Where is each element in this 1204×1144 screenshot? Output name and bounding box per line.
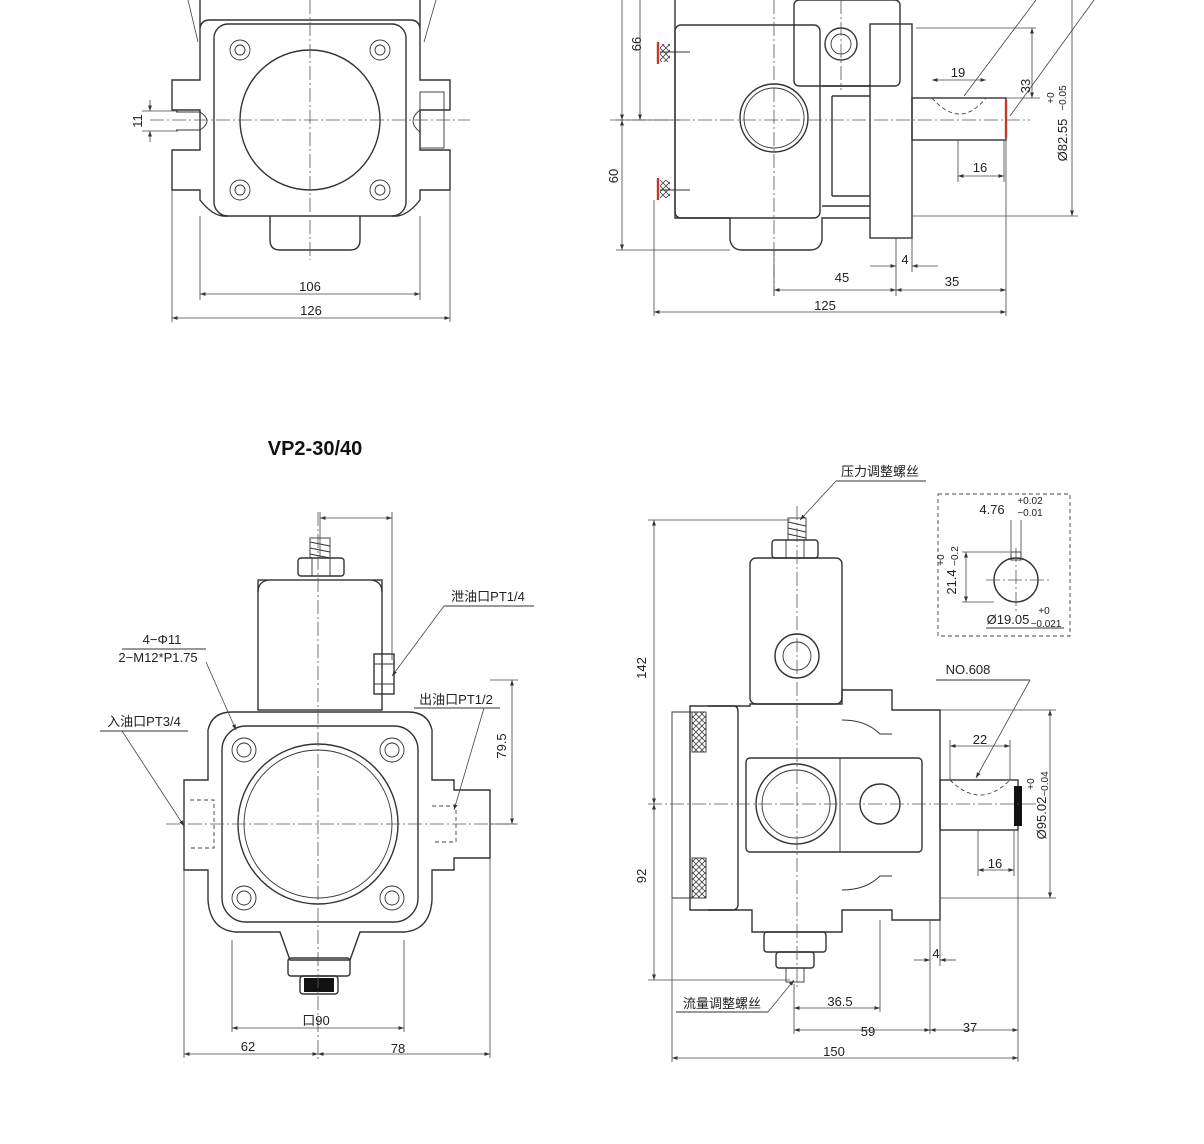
- bolt-hole: [379, 885, 405, 911]
- label-key-part: NO.608: [946, 662, 991, 677]
- detail-dia-tol-upper: +0: [1038, 606, 1050, 617]
- section-title: VP2-30/40: [268, 438, 363, 460]
- detail-width-tol-lower: −0.01: [1017, 508, 1043, 519]
- tol-lower-82: −0.05: [1058, 85, 1069, 111]
- dim-35: 35: [945, 274, 959, 289]
- detail-width-tol-upper: +0.02: [1017, 496, 1043, 507]
- dim-45: 45: [835, 270, 849, 285]
- dim-125: 125: [814, 298, 836, 313]
- dim-diameter-95: Ø95.02: [1034, 797, 1049, 840]
- dim-4-top: 4: [901, 252, 908, 267]
- dim-92: 92: [634, 869, 649, 883]
- dim-106: 106: [299, 279, 321, 294]
- bolt-hole: [231, 885, 257, 911]
- detail-height-tol-lower: −0.2: [950, 546, 961, 566]
- bottom-side-view: 142 92 压力调整螺丝 流量调整螺丝 4.76 +0.02 −0.01 21…: [634, 464, 1071, 1062]
- label-holes-1: 4−Φ11: [143, 632, 182, 647]
- dim-79-5: 79.5: [494, 733, 509, 758]
- bottom-front-view: 4−Φ11 2−M12*P1.75 泄油口PT1/4 出油口PT1/2 入油口P…: [100, 512, 534, 1060]
- bolt-hole: [369, 39, 391, 61]
- dim-19: 19: [951, 65, 965, 80]
- dim-126: 126: [300, 303, 322, 318]
- dim-16: 16: [973, 160, 987, 175]
- label-flow-screw: 流量调整螺丝: [683, 996, 761, 1011]
- dim-36-5: 36.5: [827, 994, 852, 1009]
- detail-height-tol-upper: +0: [936, 554, 947, 566]
- bolt-hole: [231, 737, 257, 763]
- dim-66: 66: [629, 37, 644, 51]
- dim-150: 150: [823, 1044, 845, 1059]
- dim-22: 22: [973, 732, 987, 747]
- detail-diameter: Ø19.05: [987, 612, 1030, 627]
- dim-diameter-82: Ø82.55: [1055, 119, 1070, 162]
- tol-lower-95: −0.04: [1040, 771, 1051, 797]
- tol-upper-95: +0: [1026, 778, 1037, 790]
- tol-upper-82: +0: [1046, 92, 1057, 104]
- top-side-view: 66 60 19 33 Ø82.55 +0 −0.05 16 4 4: [606, 0, 1095, 316]
- label-drain-port: 泄油口PT1/4: [451, 589, 525, 604]
- dim-33: 33: [1018, 79, 1033, 93]
- bolt-hole: [229, 39, 251, 61]
- detail-height: 21.4: [944, 569, 959, 594]
- detail-width: 4.76: [979, 502, 1004, 517]
- dim-16-bottom: 16: [988, 856, 1002, 871]
- label-pressure-screw: 压力调整螺丝: [841, 464, 919, 479]
- bolt-hole: [369, 179, 391, 201]
- bolt-hole: [229, 179, 251, 201]
- dim-11: 11: [130, 114, 145, 128]
- label-outlet-port: 出油口PT1/2: [419, 692, 493, 707]
- dim-142: 142: [634, 657, 649, 679]
- bolt-hole: [379, 737, 405, 763]
- dim-4-bottom: 4: [932, 946, 939, 961]
- detail-dia-tol-lower: −0.021: [1031, 619, 1062, 630]
- dim-62: 62: [241, 1039, 255, 1054]
- dim-78: 78: [391, 1041, 405, 1056]
- dim-square-90: 口90: [302, 1013, 329, 1028]
- dim-37: 37: [963, 1020, 977, 1035]
- label-holes-2: 2−M12*P1.75: [118, 650, 197, 665]
- top-front-view: 106 126 11: [130, 0, 470, 322]
- dim-60: 60: [606, 169, 621, 183]
- dim-59: 59: [861, 1024, 875, 1039]
- label-inlet-port: 入油口PT3/4: [107, 714, 181, 729]
